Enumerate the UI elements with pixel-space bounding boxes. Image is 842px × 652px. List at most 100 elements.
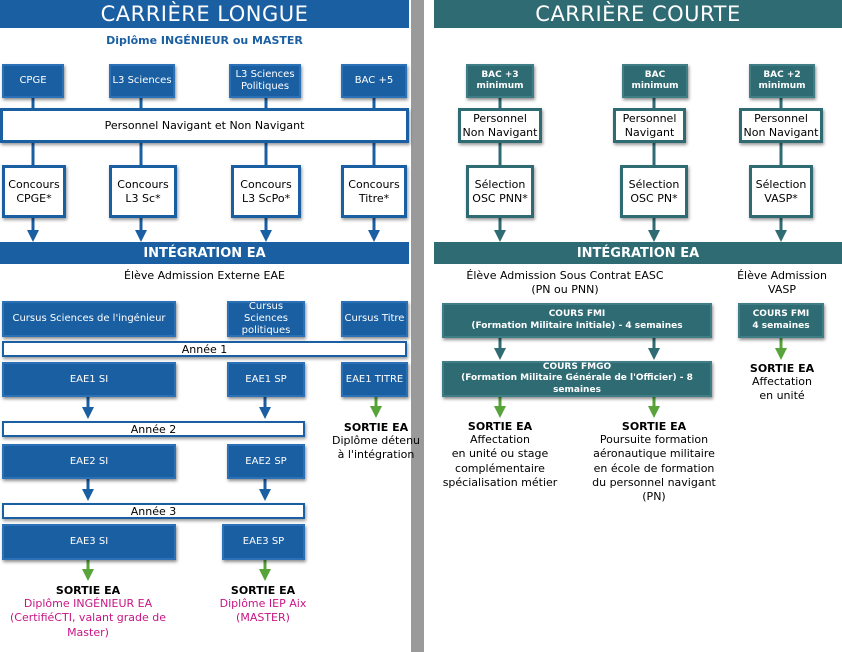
- sortie-a-line1: Affectation: [469, 433, 531, 446]
- personnel-2-line2: Navigant: [624, 125, 675, 139]
- eae2-si: EAE2 SI: [2, 444, 176, 479]
- bac2-line1: BAC +2: [763, 69, 801, 80]
- cours-fmi-line1: COURS FMI: [548, 309, 606, 320]
- eae1-sp: EAE1 SP: [227, 362, 305, 397]
- sortie-titre-line2: à l'intégration: [337, 448, 415, 462]
- annee-2-bar: Année 2: [2, 421, 305, 437]
- sortie-si-line2: (CertifiéCTI, valant grade de: [9, 611, 167, 625]
- concours-l3-sc: Concours L3 Sc*: [109, 165, 177, 218]
- easc-line2: (PN ou PNN): [531, 283, 599, 297]
- personnel-3-line1: Personnel: [754, 111, 808, 125]
- annee-3-bar: Année 3: [2, 503, 305, 519]
- sortie-si-heading: SORTIE EA: [55, 584, 121, 597]
- cours-fmi-line2: (Formation Militaire Initiale) - 4 semai…: [471, 320, 683, 331]
- selection-1-line1: Sélection: [474, 177, 526, 191]
- personnel-2-line1: Personnel: [622, 111, 677, 125]
- bac-line1: BAC: [644, 69, 666, 80]
- cursus-sciences-politiques: Cursus Sciences politiques: [227, 301, 305, 337]
- cours-fmi: COURS FMI(Formation Militaire Initiale) …: [442, 303, 712, 338]
- sortie-sp-block: SORTIE EA Diplôme IEP Aix (MASTER): [203, 584, 323, 626]
- sortie-b-line1: Poursuite formation: [599, 433, 709, 446]
- eleve-eae-label: Élève Admission Externe EAE: [124, 269, 285, 282]
- eae1-si: EAE1 SI: [2, 362, 176, 397]
- sortie-vasp-heading: SORTIE EA: [749, 362, 815, 375]
- concours-l3-scpo: Concours L3 ScPo*: [231, 165, 301, 218]
- bac2-line2: minimum: [758, 81, 806, 91]
- concours-titre: Concours Titre*: [341, 165, 407, 218]
- cursus-sciences-ingenieur: Cursus Sciences de l'ingénieur: [2, 301, 176, 337]
- entry-cpge: CPGE: [2, 64, 64, 98]
- personnel-1-line1: Personnel: [473, 111, 527, 125]
- carriere-longue-title: CARRIÈRE LONGUE: [0, 0, 409, 28]
- eleve-vasp-label: Élève Admission VASP: [724, 269, 840, 298]
- cours-fmi-vasp-line1: COURS FMI: [752, 309, 810, 320]
- sortie-a-heading: SORTIE EA: [467, 420, 533, 433]
- selection-3-line2: VASP*: [764, 191, 798, 205]
- entry-l3-sciences-politiques: L3 Sciences Politiques: [229, 64, 301, 98]
- personnel-1-line2: Non Navigant: [462, 125, 538, 139]
- cursus-titre: Cursus Titre: [341, 301, 408, 337]
- sortie-easc-a-block: SORTIE EA Affectation en unité ou stage …: [436, 420, 564, 490]
- sortie-vasp-line2: en unité: [759, 389, 805, 403]
- carriere-courte-title: CARRIÈRE COURTE: [434, 0, 842, 28]
- sortie-a-line3: complémentaire: [455, 461, 545, 475]
- personnel-3-line2: Non Navigant: [743, 125, 819, 139]
- selection-2-line1: Sélection: [628, 177, 680, 191]
- cours-fmi-vasp-line2: 4 semaines: [752, 320, 810, 331]
- concours-cpge: Concours CPGE*: [2, 165, 66, 218]
- cours-fmgo: COURS FMGO(Formation Militaire Générale …: [442, 361, 712, 397]
- vasp-line1: Élève Admission: [737, 269, 827, 282]
- sortie-b-line3: en école de formation: [593, 461, 715, 475]
- eae3-sp: EAE3 SP: [222, 524, 305, 560]
- column-divider: [411, 0, 424, 652]
- cours-fmgo-line2: (Formation Militaire Générale de l'Offic…: [461, 373, 693, 395]
- eleve-easc-label: Élève Admission Sous Contrat EASC (PN ou…: [440, 269, 690, 298]
- sortie-si-line3: Master): [67, 625, 109, 639]
- integration-ea-bar-right: INTÉGRATION EA: [434, 242, 842, 264]
- bac3-line1: BAC +3: [481, 69, 519, 80]
- bac3-line2: minimum: [476, 81, 524, 91]
- sortie-sp-heading: SORTIE EA: [230, 584, 296, 597]
- sortie-b-heading: SORTIE EA: [621, 420, 687, 433]
- sortie-titre-heading: SORTIE EA: [343, 421, 409, 434]
- carriere-longue-subtitle: Diplôme INGÉNIEUR ou MASTER: [106, 34, 303, 47]
- sortie-a-line4: spécialisation métier: [442, 475, 558, 489]
- bac-line2: minimum: [631, 81, 679, 91]
- selection-2-line2: OSC PN*: [630, 191, 678, 205]
- sortie-vasp-block: SORTIE EA Affectation en unité: [726, 362, 838, 404]
- eae1-titre: EAE1 TITRE: [341, 362, 408, 397]
- easc-line1: Élève Admission Sous Contrat EASC: [466, 269, 664, 282]
- entry-bac5: BAC +5: [341, 64, 407, 98]
- sortie-b-line5: (PN): [642, 490, 666, 504]
- sortie-vasp-line1: Affectation: [751, 375, 813, 388]
- eae3-si: EAE3 SI: [2, 524, 176, 560]
- selection-3-line1: Sélection: [755, 177, 807, 191]
- selection-1-line2: OSC PNN*: [472, 191, 528, 205]
- sortie-sp-line1: Diplôme IEP Aix: [219, 597, 307, 610]
- sortie-easc-b-block: SORTIE EA Poursuite formation aéronautiq…: [584, 420, 724, 504]
- sortie-titre-line1: Diplôme détenu: [331, 434, 421, 447]
- sortie-si-block: SORTIE EA Diplôme INGÉNIEUR EA (Certifié…: [0, 584, 176, 640]
- entry-l3-sciences: L3 Sciences: [109, 64, 175, 98]
- personnel-navigant-box: Personnel Navigant et Non Navigant: [0, 108, 409, 143]
- eae2-sp: EAE2 SP: [227, 444, 305, 479]
- sortie-sp-line2: (MASTER): [236, 611, 290, 625]
- vasp-line2: VASP: [768, 283, 796, 297]
- sortie-b-line2: aéronautique militaire: [593, 447, 715, 461]
- sortie-si-line1: Diplôme INGÉNIEUR EA: [23, 597, 153, 610]
- cours-fmgo-line1: COURS FMGO: [542, 362, 612, 373]
- integration-ea-bar-left: INTÉGRATION EA: [0, 242, 409, 264]
- sortie-titre-block: SORTIE EA Diplôme détenu à l'intégration: [316, 421, 436, 463]
- annee-1-bar: Année 1: [2, 341, 407, 357]
